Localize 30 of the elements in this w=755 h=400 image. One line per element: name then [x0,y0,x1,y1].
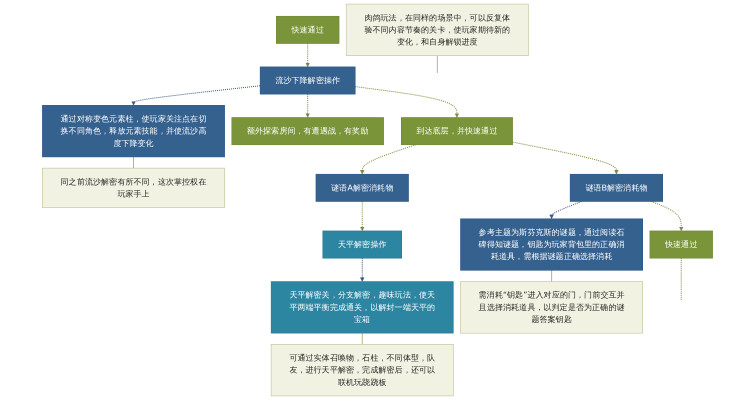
node-box: 天平解密关，分支解密，趣味玩法，使天平两端平衡完成通关，以解封一端天平的宝箱 [270,281,454,334]
node-box: 流沙下降解密操作 [260,66,356,94]
node-box: 谜语A解密消耗物 [316,174,409,202]
node-box: 天平解密操作 [322,230,402,258]
node-box: 快速通过 [650,230,713,258]
arrow [512,142,619,174]
connector [551,270,552,282]
arrow [360,144,416,174]
arrow [305,94,310,118]
node-box: 同之前流沙解密有所不同，这次掌控权在玩家手上 [42,168,225,208]
connector [436,56,438,73]
arrow [549,201,582,219]
connector [133,156,134,168]
node-box: 额外探索房间，有遭遇战，有奖励 [232,117,384,146]
connector [362,333,363,344]
node-box: 到达底层，并快速通过 [400,117,513,146]
arrow [131,85,260,106]
node-box: 需消耗“钥匙”进入对应的门，门前交互并且选择消耗道具，以判定是否为正确的谜题答案钥匙 [460,281,643,334]
arrow [360,202,364,232]
node-box: 谜语B解密消耗物 [570,174,663,202]
arrow [305,44,310,68]
node-box: 参考主题为斯芬克斯的谜题，通过阅读石碑得知谜题，钥匙为玩家背包里的正确消耗道具，需根据谜题正确选择消耗 [460,218,643,271]
connector [680,258,682,300]
node-box: 通过对称变色元素柱，使玩家关注点在切换不同角色，释放元素技能，并使流沙高度下降变化 [42,105,225,158]
arrow [651,201,684,232]
node-box: 肉鸽玩法，在同样的场景中，可以反复体验不同内容节奏的关卡，使玩家期待新的变化，和自身解锁进度 [346,4,529,56]
arrow [360,258,364,282]
node-box: 可通过实体召唤物，石柱，不同体型，队友，进行天平解密，完成解密后，还可以联机玩跷跷板 [270,344,454,396]
node-box: 快速通过 [276,16,340,44]
arrow [355,86,460,118]
